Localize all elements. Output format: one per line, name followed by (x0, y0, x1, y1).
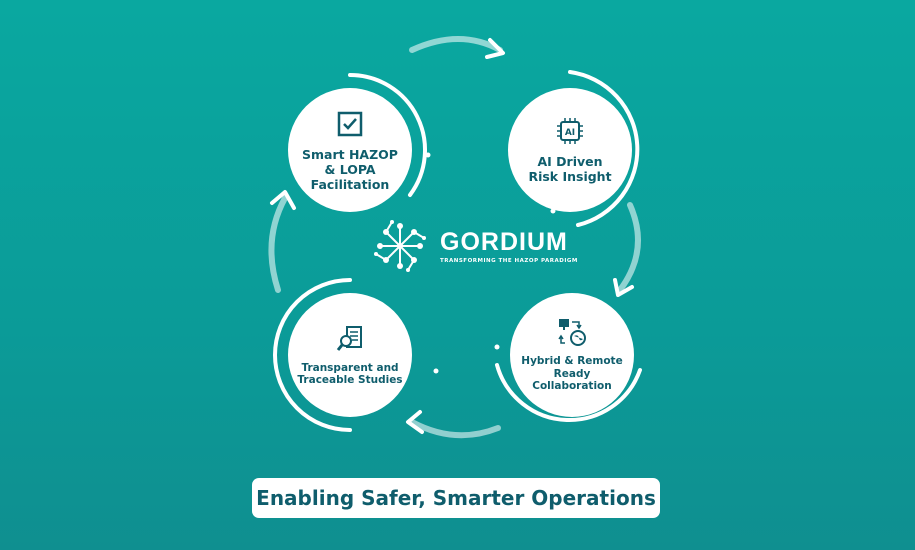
remote-collaboration-icon (558, 319, 586, 347)
outer-ring-top-right (568, 70, 640, 227)
node-label: AI Driven Risk Insight (528, 154, 612, 184)
arrow-left (268, 195, 288, 293)
ai-chip-icon: AI (557, 118, 583, 144)
node-smart-hazop: Smart HAZOP & LOPA Facilitation (288, 88, 412, 212)
banner: Enabling Safer, Smarter Operations (252, 478, 660, 518)
outer-ring-bottom-right (495, 363, 642, 423)
node-ai-insight: AI AI Driven Risk Insight (508, 88, 632, 212)
ring-dot (494, 344, 500, 350)
outer-ring-bottom-left (273, 278, 352, 432)
arrow-right (617, 202, 641, 293)
ring-dot (425, 152, 431, 158)
svg-text:AI: AI (565, 128, 575, 138)
banner-text: Enabling Safer, Smarter Operations (256, 486, 656, 510)
checkbox-icon (337, 111, 363, 136)
node-label: Hybrid & Remote Ready Collaboration (521, 355, 623, 393)
node-label: Transparent and Traceable Studies (297, 361, 403, 387)
logo-tagline: TRANSFORMING THE HAZOP PARADIGM (440, 258, 578, 264)
gordium-logo-mark (374, 220, 426, 272)
node-transparent-studies: Transparent and Traceable Studies (288, 293, 412, 417)
gordium-logo: GORDIUM TRANSFORMING THE HAZOP PARADIGM (372, 218, 578, 274)
arrow-bottom (409, 419, 501, 439)
node-label: Smart HAZOP & LOPA Facilitation (302, 146, 398, 192)
ring-dot (433, 368, 439, 374)
node-hybrid-remote: Hybrid & Remote Ready Collaboration (510, 293, 634, 417)
document-search-icon (336, 325, 362, 351)
arrow-top (409, 36, 503, 53)
logo-name: GORDIUM (440, 228, 568, 256)
outer-ring-top-left (348, 73, 427, 197)
